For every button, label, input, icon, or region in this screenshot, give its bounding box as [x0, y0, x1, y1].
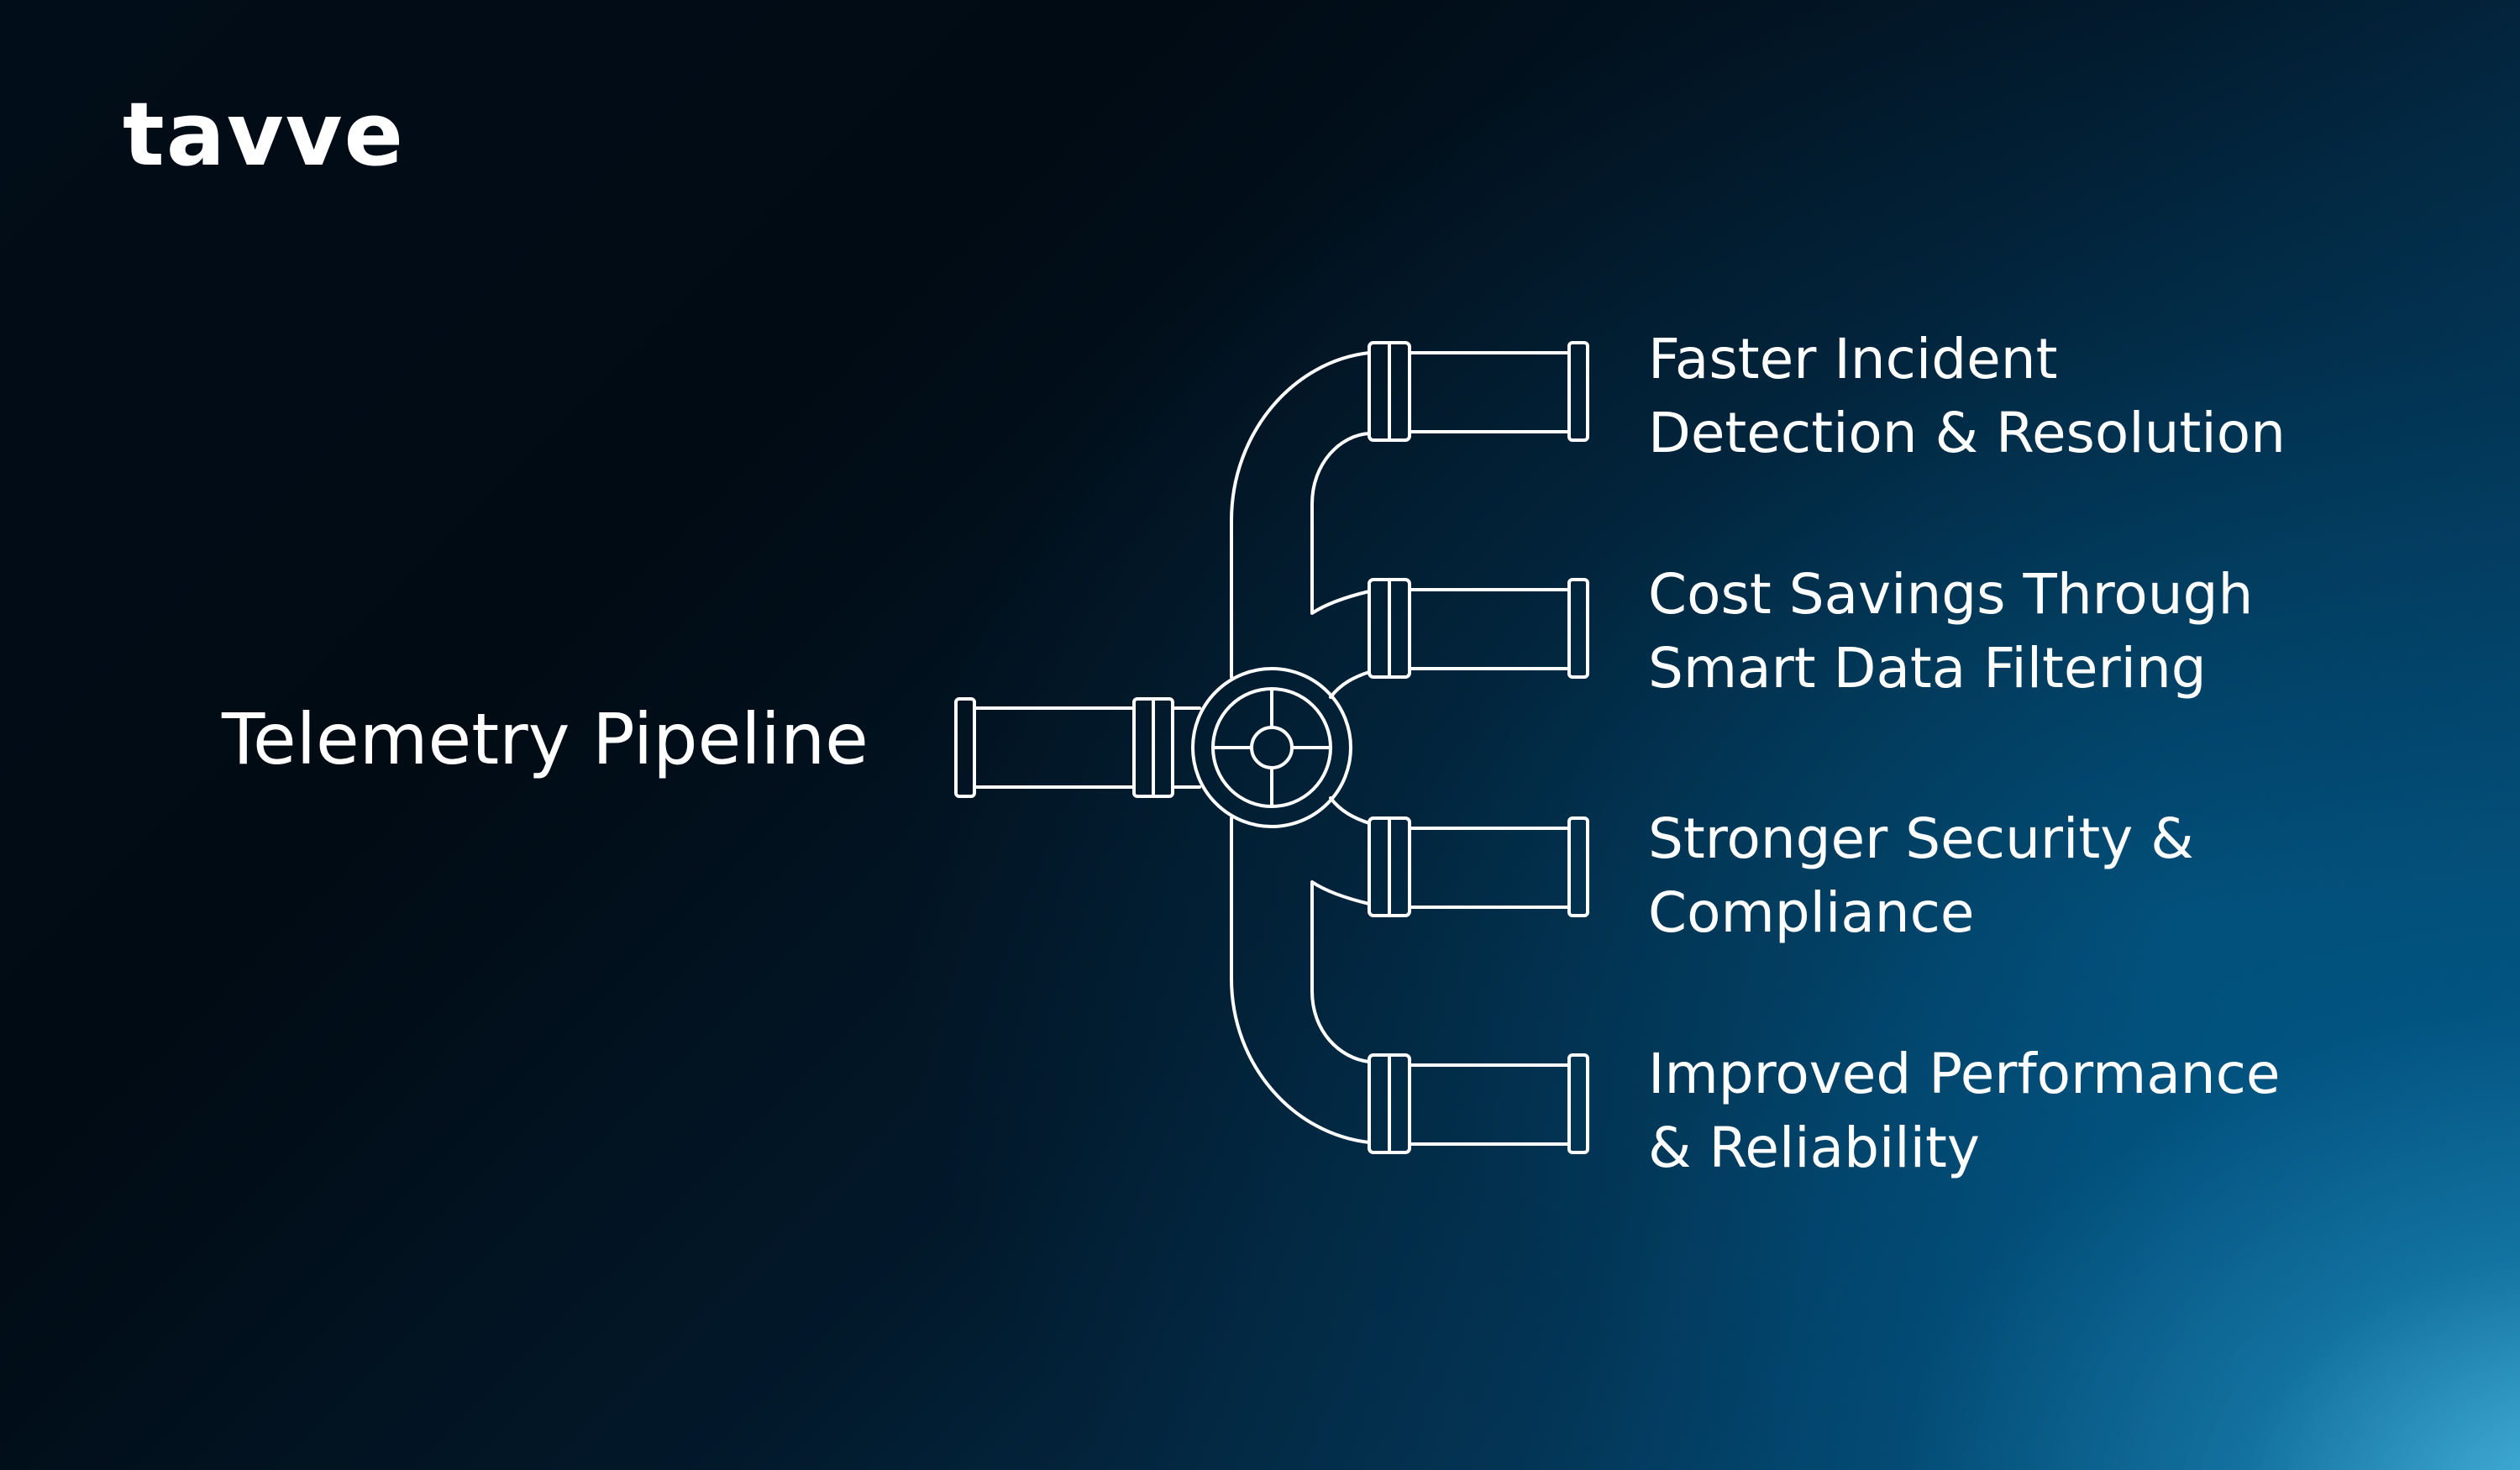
output-pipe-4-end-cap: [1567, 1053, 1589, 1154]
output-label-incident-detection: Faster Incident Detection & Resolution: [1648, 323, 2286, 470]
output-label-line: Cost Savings Through: [1648, 562, 2254, 627]
valve-outer-ring: [1191, 667, 1352, 828]
output-label-security-compliance: Stronger Security & Compliance: [1648, 802, 2194, 950]
output-label-line: & Reliability: [1648, 1116, 1980, 1180]
pipe-manifold: [1230, 351, 1371, 1144]
output-pipe-3-end-cap: [1567, 816, 1589, 917]
manifold-inner-wall-top: [1310, 432, 1371, 615]
output-pipe-3-body: [1408, 827, 1571, 909]
output-pipe-2: [1368, 578, 1589, 679]
tavve-logo: tavve: [123, 83, 406, 186]
manifold-outer-wall-bottom: [1230, 816, 1371, 1144]
input-pipe: [954, 697, 1201, 798]
output-label-line: Compliance: [1648, 880, 1975, 945]
manifold-junction-lower: [1329, 796, 1371, 825]
manifold-junction-upper: [1329, 670, 1371, 699]
valve: [1191, 667, 1352, 828]
output-pipe-1-body: [1408, 351, 1571, 433]
output-pipe-1-end-cap: [1567, 341, 1589, 442]
input-pipe-neck: [1171, 706, 1201, 789]
pipeline-title: Telemetry Pipeline: [222, 698, 869, 780]
output-label-line: Stronger Security &: [1648, 806, 2194, 871]
output-label-performance-reliability: Improved Performance & Reliability: [1648, 1037, 2281, 1185]
valve-hub: [1250, 726, 1294, 769]
output-pipe-2-end-cap: [1567, 578, 1589, 679]
output-label-line: Faster Incident: [1648, 327, 2058, 391]
output-label-line: Smart Data Filtering: [1648, 636, 2207, 701]
output-pipe-4-body: [1408, 1063, 1571, 1146]
output-label-line: Improved Performance: [1648, 1042, 2281, 1106]
manifold-inner-wall-bottom: [1310, 880, 1371, 1063]
output-label-line: Detection & Resolution: [1648, 401, 2286, 465]
output-label-cost-savings: Cost Savings Through Smart Data Filterin…: [1648, 558, 2253, 706]
output-pipe-3: [1368, 816, 1589, 917]
manifold-outer-wall-top: [1230, 351, 1371, 679]
output-pipe-4: [1368, 1053, 1589, 1154]
output-pipe-2-body: [1408, 588, 1571, 670]
input-pipe-end-cap: [954, 697, 976, 798]
output-pipe-1: [1368, 341, 1589, 442]
input-pipe-body: [973, 706, 1136, 789]
